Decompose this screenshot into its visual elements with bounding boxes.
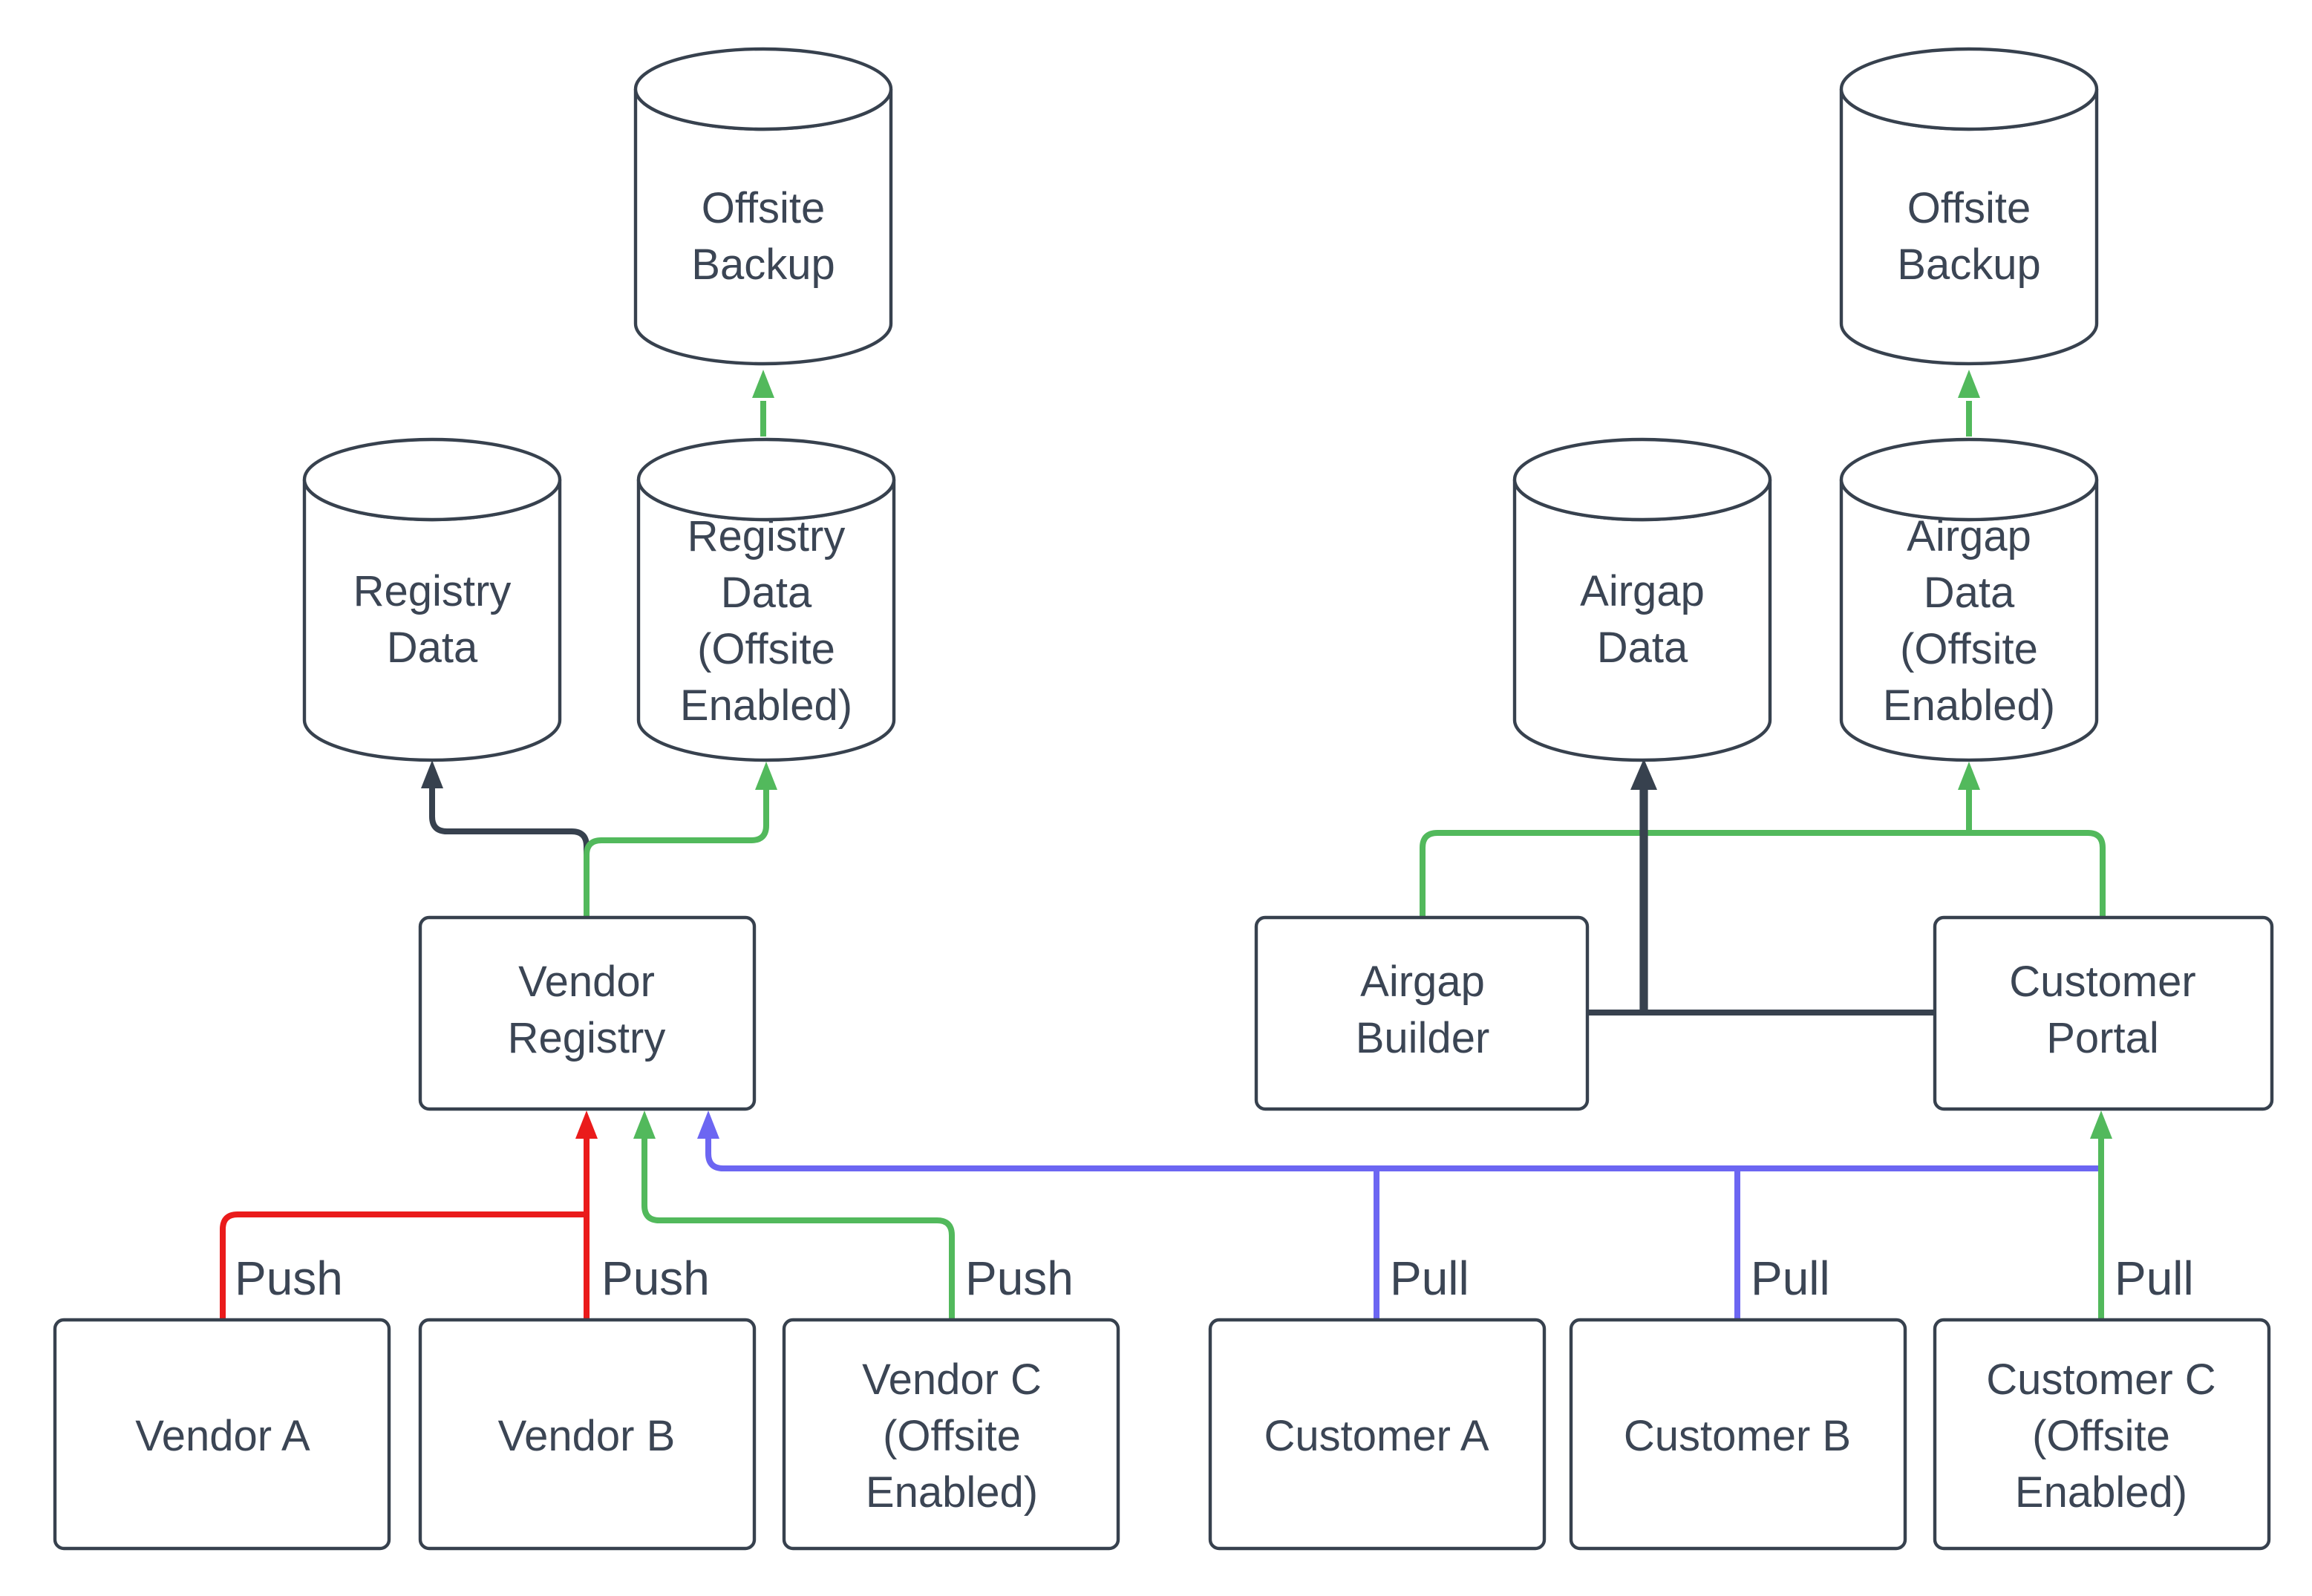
svg-text:Customer A: Customer A xyxy=(1264,1412,1489,1460)
svg-text:Airgap: Airgap xyxy=(1360,958,1485,1006)
svg-text:Vendor C: Vendor C xyxy=(862,1355,1042,1404)
svg-text:Data: Data xyxy=(1924,569,2015,617)
svg-text:Vendor B: Vendor B xyxy=(498,1412,676,1460)
node-customer-b: Customer B xyxy=(1569,1318,1907,1551)
edge-customer-portal-to-airgap-data-offsite xyxy=(1958,762,1980,833)
svg-text:Data: Data xyxy=(1597,624,1688,672)
edge-customers-pull xyxy=(697,1111,2098,1320)
node-customer-a: Customer A xyxy=(1208,1318,1547,1551)
svg-text:Enabled): Enabled) xyxy=(2015,1468,2187,1517)
svg-text:Enabled): Enabled) xyxy=(866,1468,1038,1517)
node-offsite-backup-left: Offsite Backup xyxy=(633,47,893,366)
svg-text:Customer C: Customer C xyxy=(1986,1355,2215,1404)
push-label-vendor-b: Push xyxy=(601,1252,710,1305)
edge-vendor-registry-to-registry-data xyxy=(421,760,590,918)
edge-to-airgap-data xyxy=(1630,759,1657,1013)
edge-vendor-b-push xyxy=(575,1111,598,1320)
edge-airgap-data-offsite-to-offsite-backup-right xyxy=(1958,370,1980,436)
push-label-vendor-c: Push xyxy=(965,1252,1074,1305)
edge-customer-c-pull xyxy=(2090,1111,2112,1320)
node-customer-portal: Customer Portal xyxy=(1933,915,2274,1111)
svg-text:Airgap: Airgap xyxy=(1907,512,2031,560)
svg-text:Enabled): Enabled) xyxy=(680,681,852,730)
svg-text:Data: Data xyxy=(721,569,812,617)
svg-text:Vendor A: Vendor A xyxy=(135,1412,310,1460)
svg-text:Registry: Registry xyxy=(508,1014,666,1062)
push-label-vendor-a: Push xyxy=(235,1252,343,1305)
node-vendor-c: Vendor C (Offsite Enabled) xyxy=(782,1318,1120,1551)
node-vendor-registry: Vendor Registry xyxy=(418,915,757,1111)
node-registry-data: Registry Data xyxy=(302,437,562,762)
svg-text:Backup: Backup xyxy=(1897,241,2040,289)
node-airgap-builder: Airgap Builder xyxy=(1254,915,1590,1111)
svg-text:Builder: Builder xyxy=(1356,1014,1490,1062)
node-airgap-data: Airgap Data xyxy=(1512,437,1772,762)
svg-text:Airgap: Airgap xyxy=(1580,567,1705,615)
svg-text:Offsite: Offsite xyxy=(1907,184,2031,232)
svg-text:Registry: Registry xyxy=(688,512,846,560)
edge-labels: Push Push Push Pull Pull Pull xyxy=(235,1252,2194,1305)
edge-customer-portal-to-airgap-builder xyxy=(1420,830,2106,918)
node-registry-data-offsite: Registry Data (Offsite Enabled) xyxy=(636,437,896,762)
svg-text:Backup: Backup xyxy=(691,241,835,289)
node-customer-c: Customer C (Offsite Enabled) xyxy=(1933,1318,2271,1551)
svg-text:Enabled): Enabled) xyxy=(1883,681,2055,730)
svg-text:Portal: Portal xyxy=(2046,1014,2159,1062)
node-airgap-data-offsite: Airgap Data (Offsite Enabled) xyxy=(1839,437,2099,762)
edge-registry-data-offsite-to-offsite-backup-left xyxy=(752,370,774,436)
pull-label-customer-c: Pull xyxy=(2115,1252,2194,1305)
svg-text:(Offsite: (Offsite xyxy=(2032,1412,2170,1460)
node-offsite-backup-right: Offsite Backup xyxy=(1839,47,2099,366)
svg-text:Customer B: Customer B xyxy=(1624,1412,1851,1460)
svg-text:Offsite: Offsite xyxy=(702,184,826,232)
node-vendor-a: Vendor A xyxy=(53,1318,391,1551)
svg-text:Data: Data xyxy=(387,624,478,672)
pull-label-customer-b: Pull xyxy=(1751,1252,1830,1305)
svg-text:(Offsite: (Offsite xyxy=(883,1412,1021,1460)
edge-vendor-c-push xyxy=(633,1111,955,1320)
pull-label-customer-a: Pull xyxy=(1390,1252,1469,1305)
edge-vendor-a-push xyxy=(220,1211,584,1320)
svg-text:Customer: Customer xyxy=(2009,958,2195,1006)
svg-text:(Offsite: (Offsite xyxy=(697,625,835,673)
node-vendor-b: Vendor B xyxy=(418,1318,757,1551)
svg-text:Vendor: Vendor xyxy=(518,958,655,1006)
svg-text:Registry: Registry xyxy=(353,567,512,615)
edge-vendor-registry-to-registry-data-offsite xyxy=(584,762,777,918)
svg-text:(Offsite: (Offsite xyxy=(1900,625,2038,673)
